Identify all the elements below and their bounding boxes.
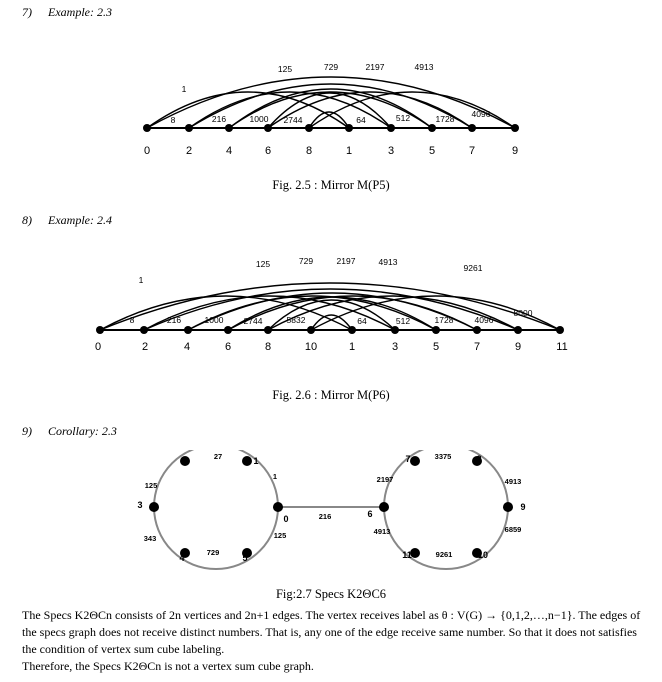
figure-specs-k2-c6: 2 1 0 5 4 3 7 8 9 10 11 6 27 1 125 729 3… <box>137 450 526 570</box>
edge-label: 8000 <box>514 308 533 318</box>
vertex-label: 1 <box>253 456 258 466</box>
edge-label: 1000 <box>205 315 224 325</box>
figure-caption: Fig. 2.5 : Mirror M(P5) <box>272 178 390 192</box>
vertex-label: 9 <box>520 502 525 512</box>
vertex-label: 5 <box>429 145 435 157</box>
edge-label: 1000 <box>250 114 269 124</box>
edge-label: 9261 <box>436 550 453 559</box>
edge-label: 125 <box>145 481 158 490</box>
vertex-label: 4 <box>179 553 184 563</box>
vertex-label: 0 <box>144 145 150 157</box>
edge-label: 1 <box>182 84 187 94</box>
vertex-label: 2 <box>181 455 186 465</box>
edge-label: 64 <box>356 115 366 125</box>
vertex-label: 0 <box>95 341 101 353</box>
vertex-label: 11 <box>402 550 412 560</box>
figure-caption: Fig:2.7 Specs K2ΘC6 <box>275 587 387 601</box>
edge-label: 4913 <box>374 527 391 536</box>
vertex-label: 7 <box>469 145 475 157</box>
edge-label: 27 <box>214 452 222 461</box>
edge-label: 5832 <box>287 315 306 325</box>
edge-label: 8 <box>130 315 135 325</box>
edge-label: 2744 <box>244 316 263 326</box>
edge-label: 512 <box>396 113 410 123</box>
vertex-label: 6 <box>225 341 231 353</box>
edge-label: 729 <box>324 62 338 72</box>
edge-label: 2197 <box>366 62 385 72</box>
vertex-label: 6 <box>265 145 271 157</box>
edge-label: 3375 <box>435 452 452 461</box>
edge-label: 1 <box>139 275 144 285</box>
edge-label: 2197 <box>377 475 394 484</box>
vertex-label: 5 <box>433 341 439 353</box>
vertex-label: 9 <box>515 341 521 353</box>
section-heading-9: 9) Corollary: 2.3 <box>22 424 117 439</box>
edge-label: 4096 <box>472 109 491 119</box>
edge-label: 216 <box>319 512 332 521</box>
vertex-label: 0 <box>283 514 288 524</box>
vertex-label: 1 <box>349 341 355 353</box>
edge-label: 125 <box>274 531 287 540</box>
section-label: Example: 2.3 <box>48 5 112 19</box>
section-label: Example: 2.4 <box>48 213 112 227</box>
section-label: Corollary: 2.3 <box>48 424 117 438</box>
edge-label: 1728 <box>436 114 455 124</box>
vertex-label: 8 <box>476 454 481 464</box>
edge-label: 1 <box>273 472 277 481</box>
section-number: 7) <box>22 5 32 19</box>
edge-label: 125 <box>256 259 270 269</box>
paragraph-line: Therefore, the Specs K2ΘCn is not a vert… <box>22 659 314 673</box>
vertex-label: 2 <box>142 341 148 353</box>
vertex-label: 9 <box>512 145 518 157</box>
figure-mirror-p6: 0 2 4 6 8 10 1 3 5 7 9 11 1 8 216 1000 2… <box>95 256 568 353</box>
edge-label: 512 <box>396 316 410 326</box>
vertex-label: 7 <box>474 341 480 353</box>
vertex-label: 11 <box>556 341 567 353</box>
edge-label: 4913 <box>379 257 398 267</box>
edge-label: 6859 <box>505 525 522 534</box>
figure-caption: Fig. 2.6 : Mirror M(P6) <box>272 388 390 402</box>
section-heading-8: 8) Example: 2.4 <box>22 213 112 228</box>
section-heading-7: 7) Example: 2.3 <box>22 5 112 20</box>
vertex-label: 10 <box>305 341 317 353</box>
vertex-label: 3 <box>388 145 394 157</box>
edge-label: 2744 <box>284 115 303 125</box>
paragraph-line: The Specs K2ΘCn consists of 2n vertices … <box>22 608 641 656</box>
edge-label: 4096 <box>475 315 494 325</box>
vertex-label: 7 <box>405 454 410 464</box>
vertex-label: 8 <box>306 145 312 157</box>
edge-label: 2197 <box>337 256 356 266</box>
edge-label: 4913 <box>505 477 522 486</box>
section-number: 8) <box>22 213 32 227</box>
edge-label: 343 <box>144 534 157 543</box>
vertex-label: 6 <box>367 509 372 519</box>
edge-label: 1728 <box>435 315 454 325</box>
edge-label: 729 <box>207 548 220 557</box>
edge-label: 64 <box>357 316 367 326</box>
vertex-label: 8 <box>265 341 271 353</box>
body-paragraph: The Specs K2ΘCn consists of 2n vertices … <box>22 607 644 675</box>
edge-label: 4913 <box>415 62 434 72</box>
edge-label: 8 <box>171 115 176 125</box>
vertex-label: 3 <box>392 341 398 353</box>
edge-label: 9261 <box>464 263 483 273</box>
vertex-label: 10 <box>478 550 488 560</box>
vertex-label: 4 <box>226 145 232 157</box>
vertex-label: 1 <box>346 145 352 157</box>
figure-mirror-p5: 0 2 4 6 8 1 3 5 7 9 1 8 216 1000 2744 12… <box>143 62 519 157</box>
edge-label: 216 <box>167 315 181 325</box>
section-number: 9) <box>22 424 32 438</box>
vertex-label: 4 <box>184 341 190 353</box>
vertex-label: 5 <box>242 553 247 563</box>
vertex-label: 2 <box>186 145 192 157</box>
edge-label: 125 <box>278 64 292 74</box>
vertex-label: 3 <box>137 500 142 510</box>
edge-label: 729 <box>299 256 313 266</box>
edge-label: 216 <box>212 114 226 124</box>
